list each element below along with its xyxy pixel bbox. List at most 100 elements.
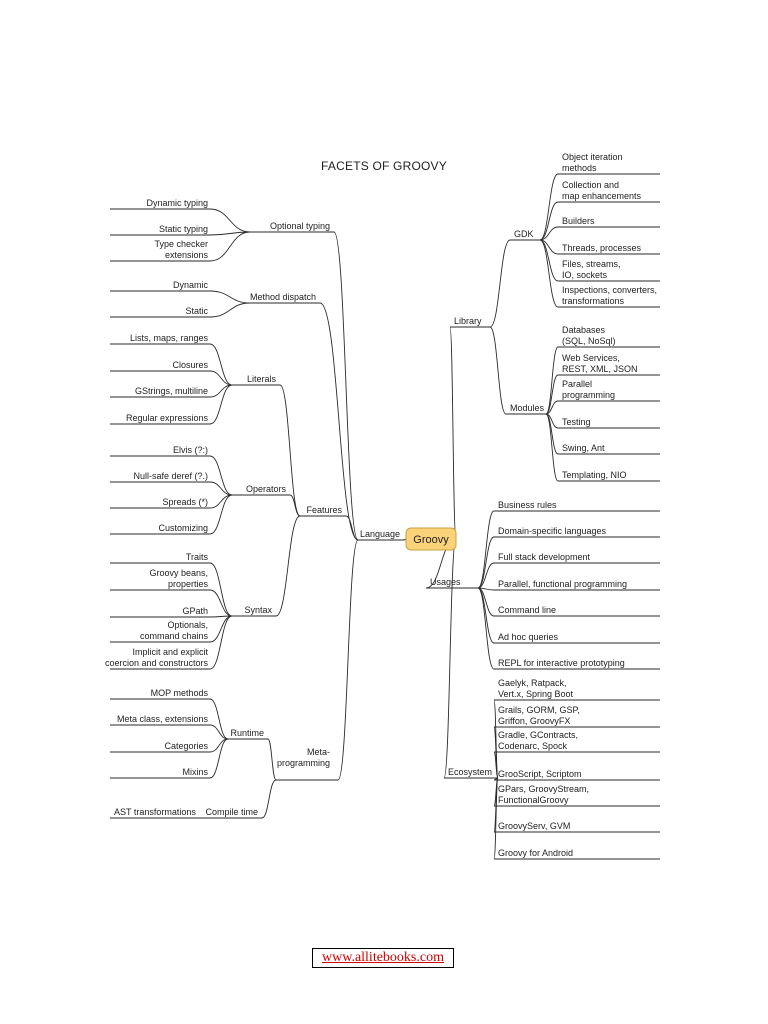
usages-leaf-parallel-functional-programming: Parallel, functional programming: [498, 579, 627, 589]
optional-typing-leaf-type-checker-extensions-connector: [209, 231, 251, 262]
compile-time-node: Compile time: [205, 807, 258, 817]
ecosystem-leaf-gaelyk-ratpack-vert-x-spring-boot: Gaelyk, Ratpack,Vert.x, Spring Boot: [498, 678, 574, 699]
modules-node: Modules: [510, 403, 545, 413]
optional-typing-leaf-dynamic-typing-connector: [209, 208, 251, 233]
modules-leaf-swing-ant: Swing, Ant: [562, 443, 605, 453]
modules-leaf-templating-nio: Templating, NIO: [562, 470, 627, 480]
ecosystem-leaf-groovy-for-android: Groovy for Android: [498, 848, 573, 858]
method-dispatch-connector: [319, 302, 359, 541]
modules-leaf-databases-sql-nosql-connector: [545, 346, 559, 415]
method-dispatch-leaf-dynamic: Dynamic: [173, 280, 209, 290]
ecosystem-connector: [443, 538, 457, 779]
language-node: Language: [360, 529, 400, 539]
modules-leaf-web-services-rest-xml-json: Web Services,REST, XML, JSON: [562, 353, 638, 374]
literals-leaf-regular-expressions: Regular expressions: [126, 413, 209, 423]
modules-leaf-databases-sql-nosql: Databases(SQL, NoSql): [562, 325, 616, 346]
literals-leaf-regular-expressions-connector: [209, 384, 233, 425]
gdk-node: GDK: [514, 229, 534, 239]
usages-leaf-command-line: Command line: [498, 605, 556, 615]
library-connector: [449, 326, 457, 540]
usages-leaf-full-stack-development: Full stack development: [498, 552, 591, 562]
ecosystem-leaf-gradle-gcontracts-codenarc-spock-connector: [493, 751, 499, 779]
operators-leaf-elvis: Elvis (?:): [173, 445, 208, 455]
runtime-leaf-mop-methods: MOP methods: [151, 688, 209, 698]
runtime-leaf-meta-class-extensions-connector: [209, 724, 229, 740]
literals-connector: [279, 384, 301, 517]
runtime-leaf-mixins-connector: [209, 738, 229, 779]
operators-leaf-spreads: Spreads (*): [162, 497, 208, 507]
usages-leaf-repl-for-interactive-prototyping-connector: [477, 587, 495, 670]
compile-time-connector: [261, 779, 277, 819]
gdk-connector: [489, 239, 511, 328]
syntax-leaf-gpath: GPath: [182, 606, 208, 616]
modules-leaf-web-services-rest-xml-json-connector: [545, 374, 559, 415]
literals-leaf-closures-connector: [209, 370, 233, 386]
usages-leaf-business-rules: Business rules: [498, 500, 557, 510]
syntax-leaf-groovy-beans-properties-connector: [209, 589, 233, 617]
operators-leaf-null-safe-deref-connector: [209, 481, 233, 496]
meta-programming-node: Meta-programming: [277, 747, 330, 768]
root-label: Groovy: [413, 534, 449, 546]
usages-leaf-full-stack-development-connector: [477, 562, 495, 589]
usages-leaf-ad-hoc-queries: Ad hoc queries: [498, 632, 559, 642]
runtime-leaf-categories: Categories: [164, 741, 208, 751]
gdk-leaf-inspections-converters-transformations-connector: [539, 239, 559, 308]
operators-connector: [289, 494, 301, 517]
gdk-leaf-threads-processes: Threads, processes: [562, 243, 642, 253]
gdk-leaf-object-iteration-methods-connector: [539, 173, 559, 241]
meta-programming-connector: [337, 539, 359, 781]
gdk-leaf-inspections-converters-transformations: Inspections, converters,transformations: [562, 285, 657, 306]
modules-leaf-parallel-programming-connector: [545, 400, 559, 415]
gdk-leaf-collection-and-map-enhancements-connector: [539, 201, 559, 241]
syntax-leaf-optionals-command-chains-connector: [209, 615, 233, 643]
gdk-leaf-builders: Builders: [562, 216, 595, 226]
website-link[interactable]: www.allitebooks.com: [312, 948, 454, 968]
runtime-leaf-mop-methods-connector: [209, 698, 229, 740]
literals-leaf-closures: Closures: [172, 360, 208, 370]
modules-connector: [489, 326, 507, 415]
method-dispatch-leaf-static-connector: [209, 302, 251, 318]
optional-typing-leaf-dynamic-typing: Dynamic typing: [146, 198, 208, 208]
ecosystem-leaf-gradle-gcontracts-codenarc-spock: Gradle, GContracts,Codenarc, Spock: [498, 730, 578, 751]
ecosystem-leaf-groovyserv-gvm: GroovyServ, GVM: [498, 821, 570, 831]
operators-leaf-elvis-connector: [209, 455, 233, 496]
literals-leaf-lists-maps-ranges: Lists, maps, ranges: [130, 333, 209, 343]
operators-node: Operators: [246, 484, 287, 494]
operators-leaf-customizing: Customizing: [158, 523, 208, 533]
root-node: [405, 527, 457, 551]
syntax-leaf-groovy-beans-properties: Groovy beans,properties: [149, 568, 208, 589]
usages-leaf-domain-specific-languages: Domain-specific languages: [498, 526, 607, 536]
optional-typing-node: Optional typing: [270, 221, 330, 231]
usages-node: Usages: [430, 577, 461, 587]
runtime-connector: [267, 738, 277, 781]
literals-leaf-lists-maps-ranges-connector: [209, 343, 233, 386]
syntax-leaf-traits-connector: [209, 562, 233, 617]
ecosystem-leaf-gpars-groovystream-functionalgroovy: GPars, GroovyStream,FunctionalGroovy: [498, 784, 589, 805]
operators-leaf-null-safe-deref: Null-safe deref (?.): [133, 471, 208, 481]
usages-leaf-domain-specific-languages-connector: [477, 536, 495, 589]
syntax-connector: [275, 515, 301, 617]
ecosystem-leaf-groovy-for-android-connector: [493, 777, 499, 860]
syntax-leaf-optionals-command-chains: Optionals,command chains: [140, 620, 209, 641]
method-dispatch-node: Method dispatch: [250, 292, 316, 302]
library-node: Library: [454, 316, 482, 326]
ecosystem-leaf-grails-gorm-gsp-griffon-groovyfx: Grails, GORM, GSP,Griffon, GroovyFX: [498, 705, 580, 726]
modules-leaf-templating-nio-connector: [545, 413, 559, 482]
features-node: Features: [306, 505, 342, 515]
syntax-leaf-implicit-and-explicit-coercion-and-constructors-connector: [209, 615, 233, 670]
usages-leaf-repl-for-interactive-prototyping: REPL for interactive prototyping: [498, 658, 625, 668]
gdk-leaf-files-streams-io-sockets: Files, streams,IO, sockets: [562, 259, 621, 280]
gdk-leaf-builders-connector: [539, 226, 559, 241]
optional-typing-connector: [333, 231, 359, 541]
ecosystem-leaf-grooscript-scriptom: GrooScript, Scriptom: [498, 769, 582, 779]
connector-lines: [110, 173, 660, 860]
literals-leaf-gstrings-multiline: GStrings, multiline: [135, 386, 208, 396]
modules-leaf-testing: Testing: [562, 417, 591, 427]
map-title: FACETS OF GROOVY: [321, 159, 447, 173]
method-dispatch-leaf-static: Static: [185, 306, 208, 316]
syntax-leaf-traits: Traits: [186, 552, 209, 562]
